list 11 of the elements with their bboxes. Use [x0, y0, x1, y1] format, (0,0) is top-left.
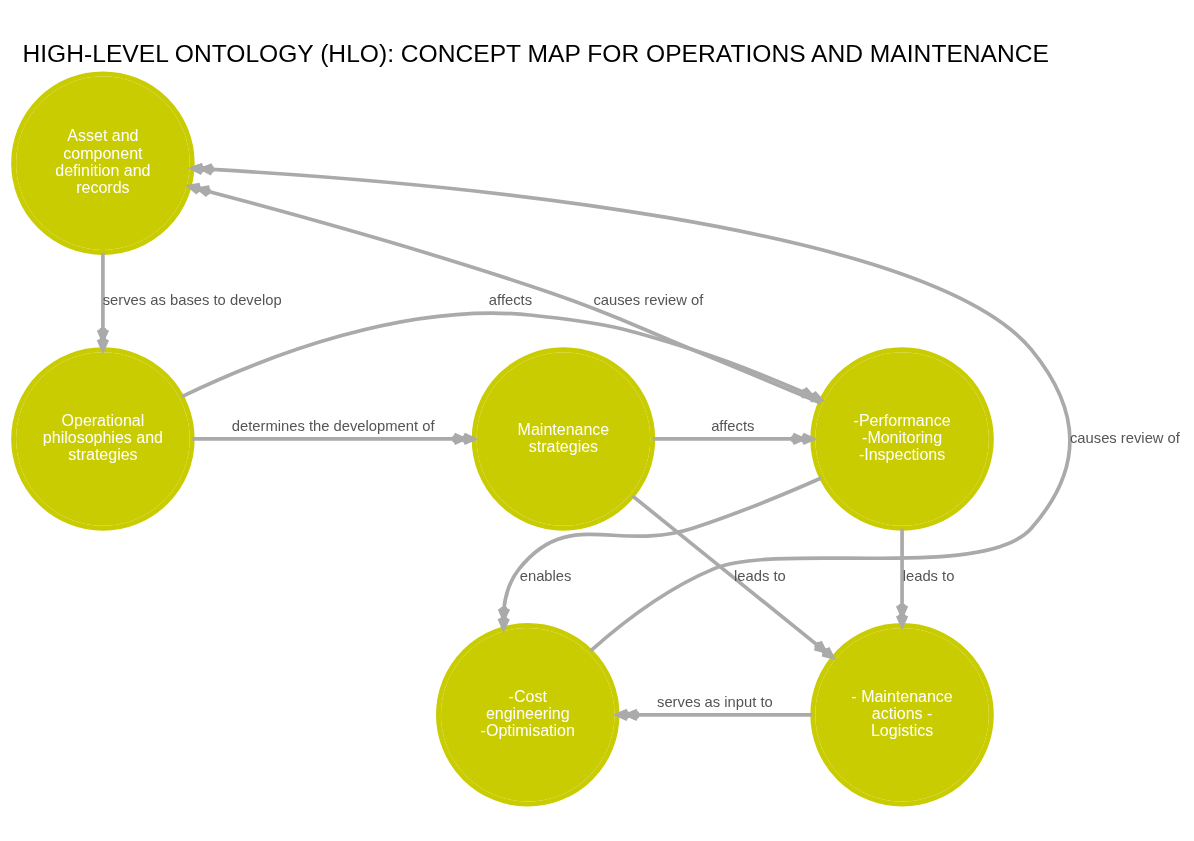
edge-label: affects — [711, 418, 755, 435]
edge-label: determines the development of — [231, 418, 435, 435]
edge-label: enables — [519, 567, 572, 584]
edge-label: leads to — [733, 567, 786, 584]
edge-label: affects — [488, 291, 533, 308]
edge-label: causes review of — [1069, 429, 1180, 446]
edge-label: leads to — [902, 567, 955, 584]
edge-label: serves as input to — [657, 693, 773, 710]
edge-label: serves as bases to develop — [102, 291, 282, 308]
diagram-title: HIGH-LEVEL ONTOLOGY (HLO): CONCEPT MAP FOR OPERATIONS AND MAINTENANCE — [22, 39, 1049, 67]
edge-label: causes review of — [593, 291, 704, 308]
